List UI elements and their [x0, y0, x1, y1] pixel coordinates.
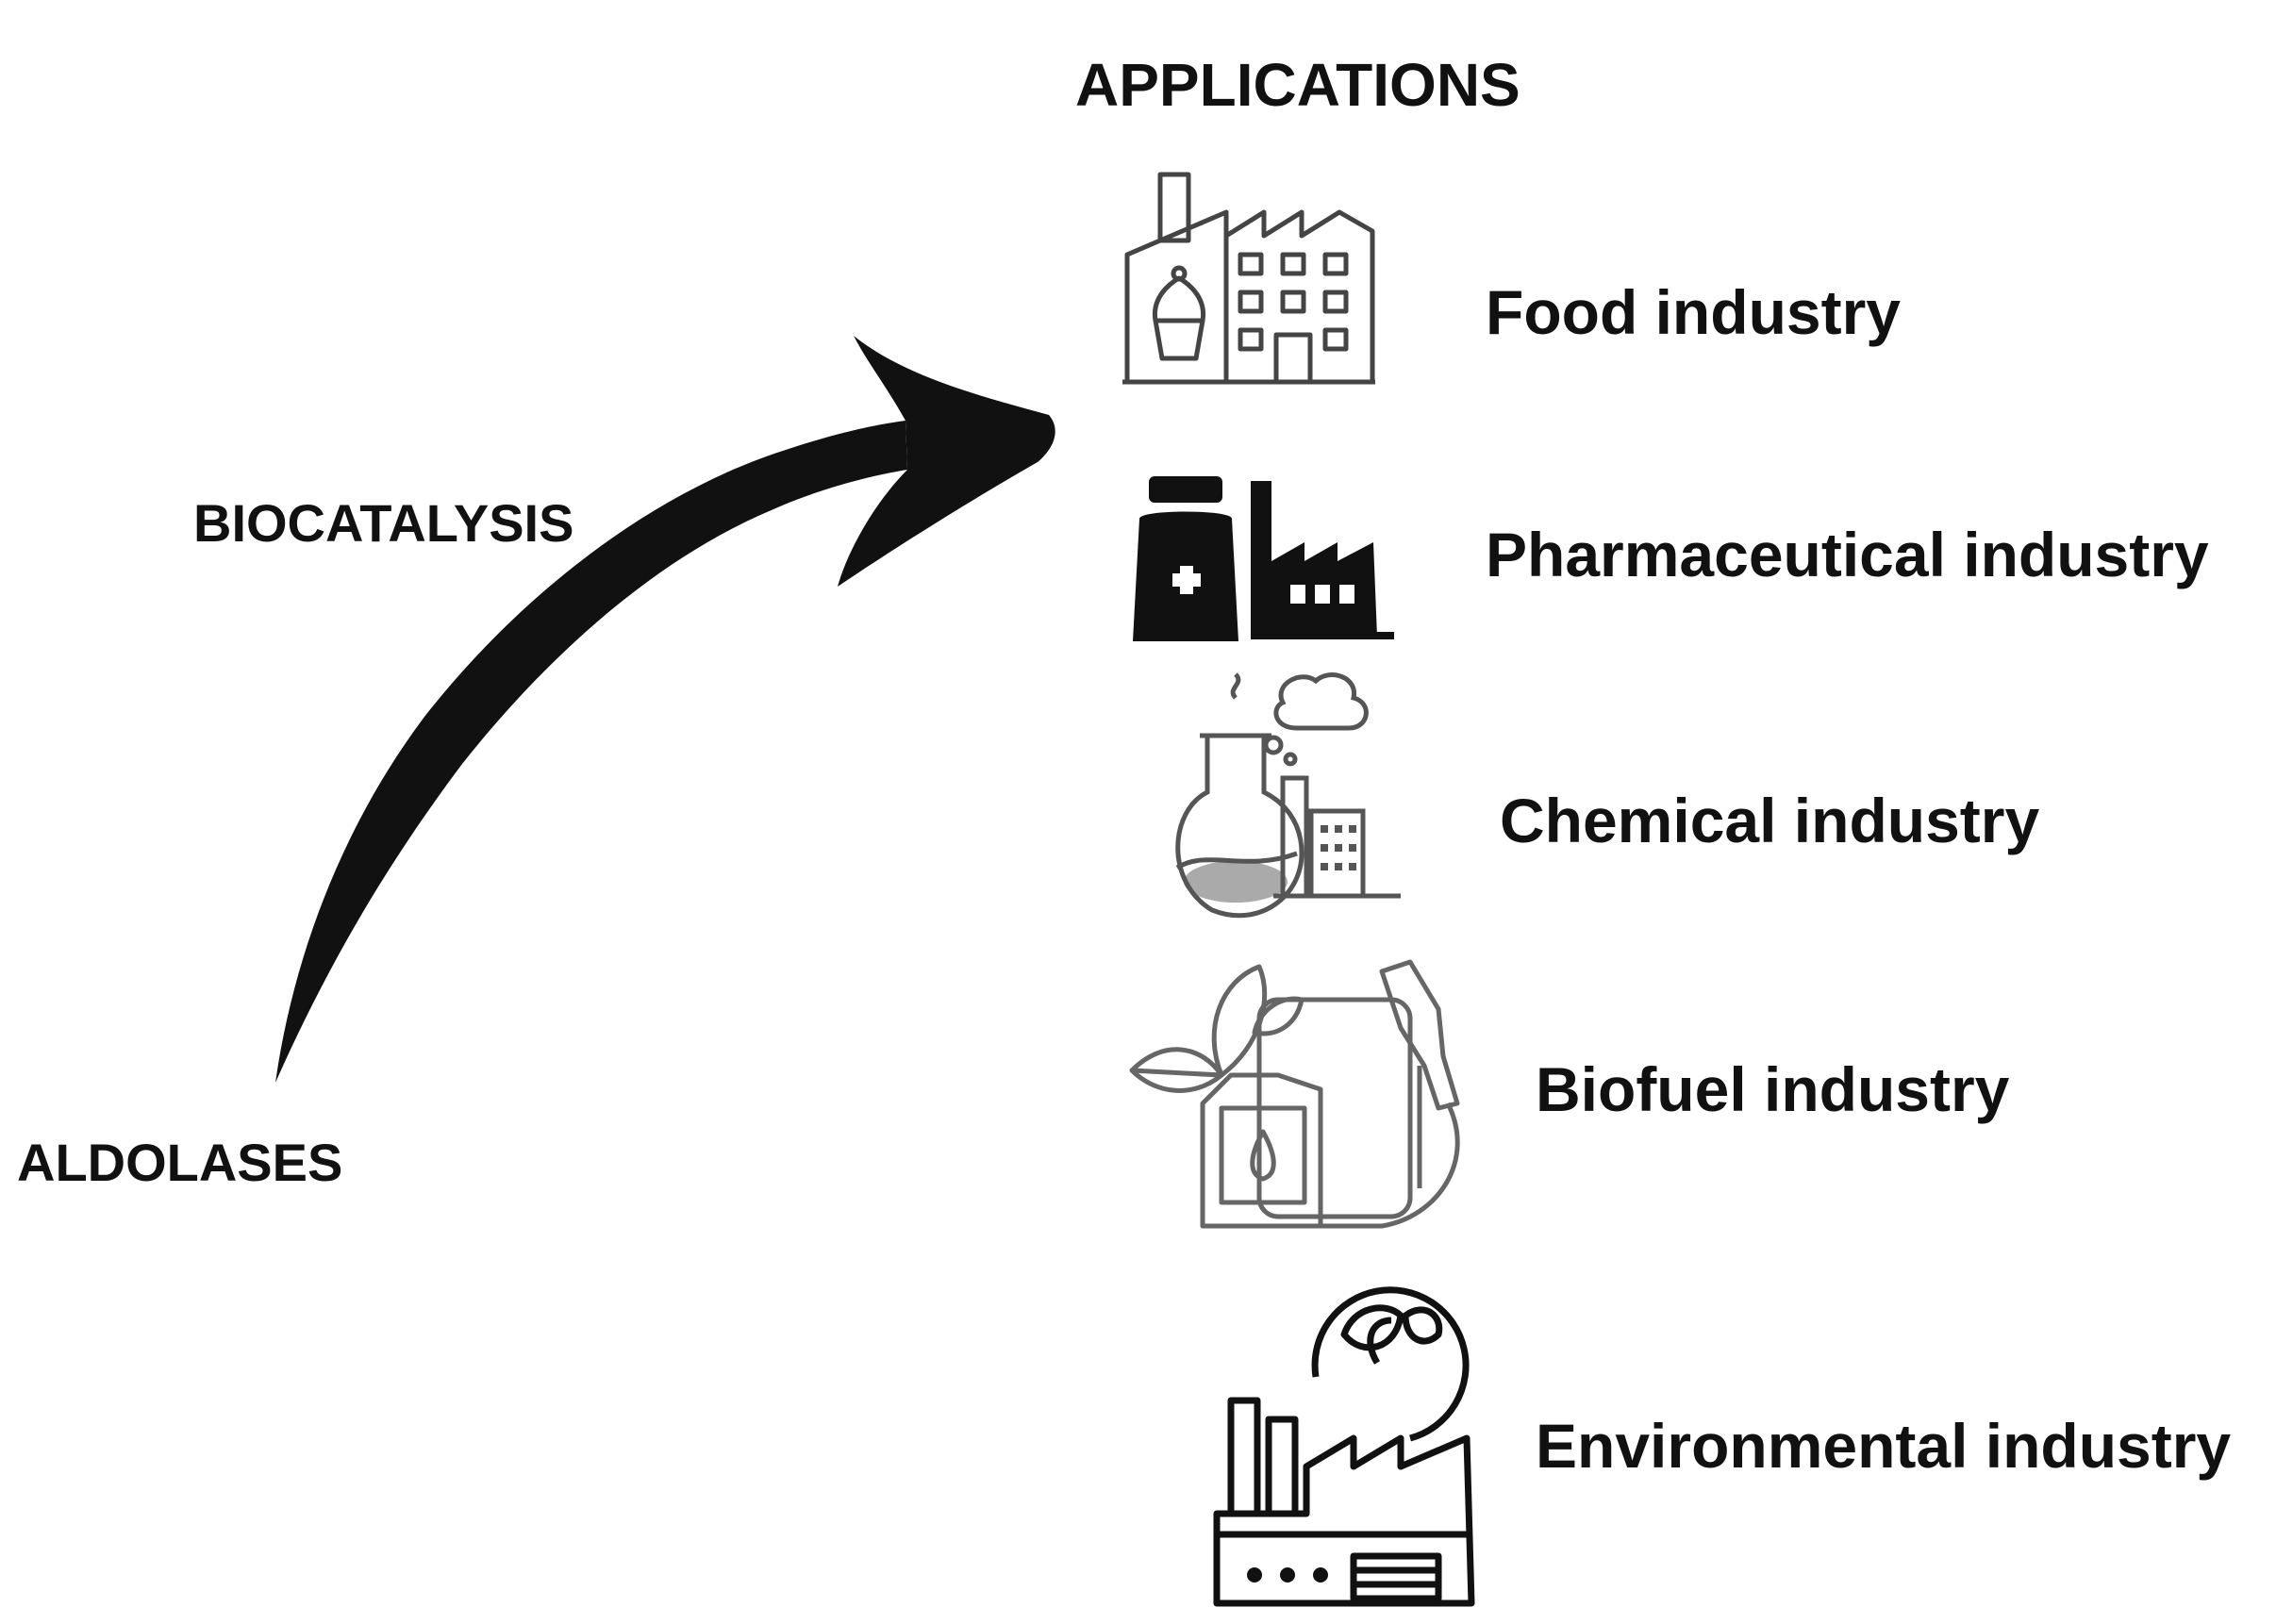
application-chemical-industry: Chemical industry: [1500, 786, 2040, 855]
food-factory-icon: [1122, 172, 1375, 385]
application-food-industry: Food industry: [1486, 277, 1901, 347]
diagram-title: APPLICATIONS: [1075, 51, 1520, 119]
biofuel-canister-pump-icon: [1129, 959, 1460, 1229]
biocatalysis-label: BIOCATALYSIS: [193, 493, 574, 553]
arrow-head: [838, 336, 1055, 587]
application-environmental-industry: Environmental industry: [1536, 1411, 2232, 1481]
aldolases-label: ALDOLASES: [17, 1133, 343, 1192]
chemical-flask-factory-icon: [1175, 672, 1401, 919]
application-pharmaceutical-industry: Pharmaceutical industry: [1486, 520, 2209, 589]
eco-factory-icon: [1213, 1286, 1475, 1607]
application-biofuel-industry: Biofuel industry: [1536, 1054, 2010, 1124]
arrow-shaft: [275, 421, 907, 1083]
pharmaceutical-factory-icon: [1133, 476, 1394, 641]
